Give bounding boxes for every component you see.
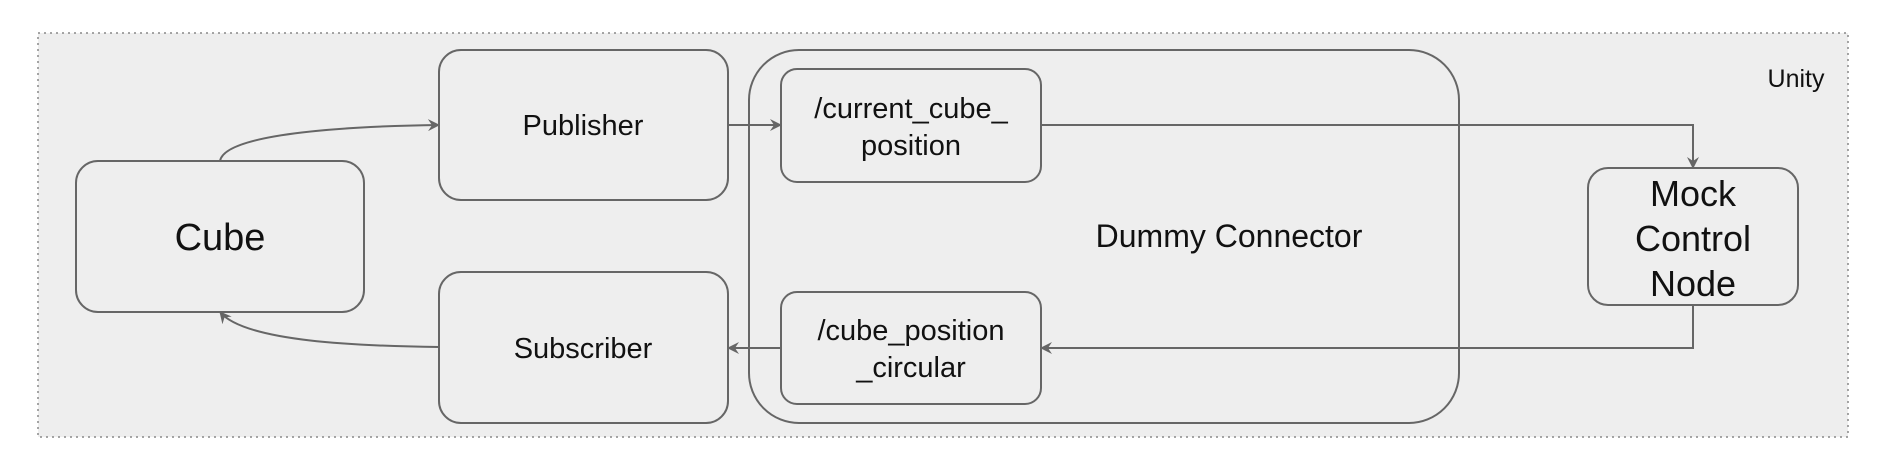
- cube-node[interactable]: Cube: [75, 160, 365, 313]
- cube-label: Cube: [175, 217, 266, 259]
- edge-mock-control-node-to-cube-position-circular: [1040, 305, 1694, 354]
- cube-position-circular-box: [780, 291, 1042, 405]
- unity-label: Unity: [1768, 65, 1825, 93]
- cube-position-circular-label-line2: _circular: [855, 352, 966, 384]
- current-cube-position-box: [780, 68, 1042, 183]
- current-cube-position-label-line1: /current_cube_: [814, 93, 1008, 125]
- mock-control-node-label-line3: Node: [1650, 263, 1736, 304]
- current-cube-position-label-line2: position: [861, 130, 961, 162]
- mock-control-node-label-line1: Mock: [1650, 173, 1737, 214]
- subscriber-node[interactable]: Subscriber: [438, 271, 729, 424]
- cube-position-circular-label-line1: /cube_position: [817, 315, 1004, 347]
- cube-position-circular-node[interactable]: /cube_position _circular: [780, 291, 1042, 405]
- publisher-node[interactable]: Publisher: [438, 49, 729, 201]
- publisher-label: Publisher: [523, 110, 644, 142]
- subscriber-label: Subscriber: [514, 333, 653, 365]
- current-cube-position-node[interactable]: /current_cube_ position: [780, 68, 1042, 183]
- edge-cube-to-publisher: [219, 119, 440, 162]
- edge-current-cube-position-to-mock-control-node: [1041, 124, 1699, 169]
- edge-subscriber-to-cube: [219, 311, 440, 348]
- dummy-connector-label: Dummy Connector: [1096, 218, 1363, 254]
- mock-control-node-label-line2: Control: [1635, 218, 1751, 259]
- mock-control-node[interactable]: Mock Control Node: [1587, 167, 1799, 306]
